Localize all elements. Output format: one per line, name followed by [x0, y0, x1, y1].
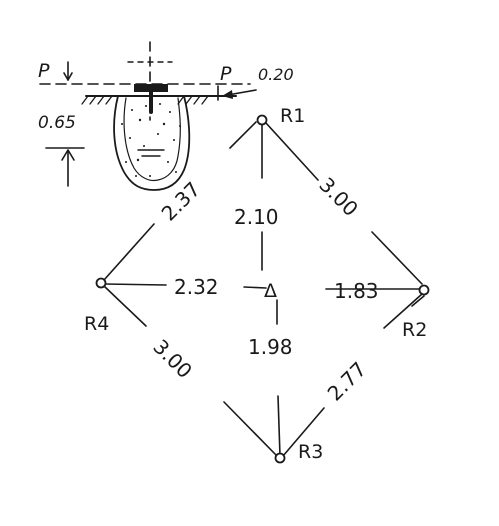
distance-r3-r4: 3.00 [148, 335, 196, 383]
marker-cap [137, 149, 165, 157]
point-r1 [256, 114, 268, 126]
point-r2 [418, 284, 430, 296]
perimeter-r4-r3-b [223, 401, 278, 457]
station-symbol: Δ [264, 280, 277, 302]
concrete-stipple [121, 103, 181, 177]
point-r4 [95, 277, 107, 289]
label-r1: R1 [280, 105, 305, 127]
top-offset-label: 0.20 [258, 65, 294, 84]
perimeter-r1-r4-b [103, 223, 155, 281]
perimeter-r1-r4-a [229, 121, 257, 149]
cut-label-left: P [38, 60, 50, 82]
label-r4: R4 [84, 313, 109, 335]
station-marker: Δ [264, 280, 277, 302]
perimeter-r1-r2-b [371, 231, 423, 285]
concrete-body [113, 95, 191, 191]
perimeter-r4-r3-a [103, 285, 147, 327]
distance-to-r1: 2.10 [234, 205, 279, 229]
ground-hatching [81, 95, 209, 105]
reference-lines [103, 121, 425, 457]
cut-arrow-left-head [63, 72, 73, 81]
perimeter-r3-r2-b [383, 293, 423, 329]
concrete-inner [123, 97, 181, 182]
distance-r1-r2: 3.00 [314, 173, 362, 221]
distance-to-r3: 1.98 [248, 335, 293, 359]
radial-line-r4-right [243, 286, 267, 289]
distance-r4-r1: 2.37 [157, 177, 205, 225]
distance-to-r2: 1.83 [334, 279, 379, 303]
perimeter-r1-r2-a [265, 122, 319, 181]
reference-points [95, 114, 430, 464]
point-r3 [274, 452, 286, 464]
offset-pointer-head [222, 90, 233, 99]
r2-label-tick [411, 295, 425, 307]
distance-to-r4: 2.32 [174, 275, 219, 299]
label-r3: R3 [298, 441, 323, 463]
depth-label: 0.65 [38, 113, 76, 133]
perimeter-r3-r2-a [282, 407, 325, 457]
marker-cross-section: P P 0.20 0.65 [38, 41, 294, 191]
distance-r2-r3: 2.77 [323, 357, 371, 405]
depth-arrow-head [61, 149, 75, 161]
radial-line-r3-lower [277, 395, 281, 457]
marker-head [134, 84, 168, 92]
cut-label-right: P [220, 63, 232, 85]
radial-line-r4 [103, 283, 167, 286]
label-r2: R2 [402, 319, 427, 341]
